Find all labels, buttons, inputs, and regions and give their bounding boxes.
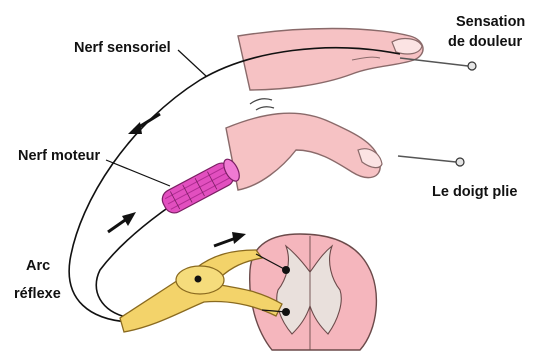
pin-icon: [400, 58, 476, 70]
motion-lines-icon: [250, 99, 274, 110]
label-reflex-line2: réflexe: [14, 286, 61, 302]
direction-arrow-icon: [214, 232, 246, 246]
muscle-bundle: [159, 157, 243, 217]
finger-touching-pin: [238, 29, 423, 91]
leader-line-motor: [106, 160, 170, 186]
finger-bent: [226, 113, 382, 190]
direction-arrow-icon: [128, 114, 160, 134]
label-finger-bent: Le doigt plie: [432, 184, 517, 200]
spinal-cord: [250, 234, 377, 350]
label-pain-line2: de douleur: [448, 34, 522, 50]
label-reflex-line1: Arc: [26, 258, 50, 274]
direction-arrow-icon: [108, 212, 136, 232]
label-sensory-nerve: Nerf sensoriel: [74, 40, 171, 56]
fingernail: [392, 39, 422, 54]
label-pain-line1: Sensation: [456, 14, 525, 30]
pin-icon: [398, 156, 464, 166]
leader-line-sensory: [178, 50, 206, 76]
label-motor-nerve: Nerf moteur: [18, 148, 101, 164]
